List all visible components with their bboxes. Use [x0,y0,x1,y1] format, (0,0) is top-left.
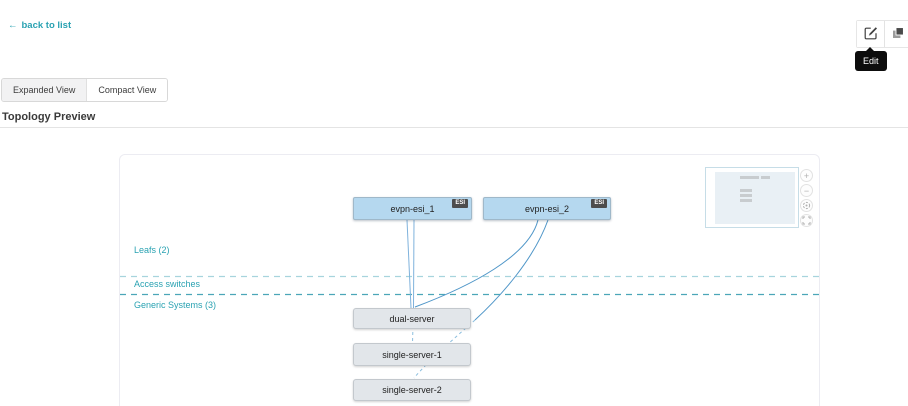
server-node-single-server-1[interactable]: single-server-1 [353,343,471,366]
minimap-node-bar [740,176,759,179]
link-esi2-singleserver2-upper [474,219,549,321]
tab-compact-view[interactable]: Compact View [87,79,168,101]
server-node-label: single-server-2 [382,385,442,395]
leaf-node-evpn-esi-2[interactable]: evpn-esi_2 ESI [483,197,611,220]
leaf-node-label: evpn-esi_2 [524,203,570,214]
tab-expanded-view[interactable]: Expanded View [2,79,88,101]
plus-icon: + [803,170,810,181]
link-esi1-singleserver1 [413,219,415,309]
expand-arrows-icon [802,216,811,225]
link-esi1-dualserver [406,219,412,309]
zoom-controls: + − [800,169,813,227]
minimap-viewport[interactable] [715,172,795,224]
row-label-leafs: Leafs (2) [134,245,170,255]
row-label-generic-systems: Generic Systems (3) [134,300,217,310]
minimap-node-bar [740,194,752,197]
edit-button[interactable] [857,21,884,47]
server-node-dual-server[interactable]: dual-server [353,308,471,329]
minimap-node-bar [761,176,770,179]
crosshair-icon [802,201,811,210]
title-divider [0,127,908,128]
topology-canvas[interactable]: Leafs (2) Access switches Generic System… [119,154,820,406]
esi-badge: ESI [591,199,607,208]
view-mode-tabs: Expanded View Compact View [1,78,169,102]
server-node-label: dual-server [389,313,435,324]
zoom-out-button[interactable]: − [800,184,813,197]
minimap-node-bar [740,189,752,192]
fit-view-button[interactable] [800,214,813,227]
back-arrow-icon: ← [8,20,18,31]
leaf-node-evpn-esi-1[interactable]: evpn-esi_1 ESI [353,197,472,220]
actions-toolbar [856,20,908,48]
clone-button[interactable] [884,21,908,47]
clone-copy-icon [891,26,905,43]
link-esi2-dualserver [414,219,539,308]
edit-pencil-icon [864,26,878,43]
minus-icon: − [803,185,810,196]
server-node-label: single-server-1 [382,349,442,360]
edit-tooltip: Edit [855,47,887,71]
minimap-node-bar [740,199,752,202]
back-to-list-link[interactable]: ← back to list [8,20,71,31]
back-link-label: back to list [21,20,72,31]
esi-badge: ESI [452,199,468,208]
zoom-in-button[interactable]: + [800,169,813,182]
reset-view-button[interactable] [800,199,813,212]
row-label-access-switches: Access switches [134,279,201,289]
minimap[interactable] [705,167,799,228]
page-title: Topology Preview [2,111,96,123]
server-node-single-server-2[interactable]: single-server-2 [353,379,471,401]
leaf-node-label: evpn-esi_1 [390,203,435,214]
